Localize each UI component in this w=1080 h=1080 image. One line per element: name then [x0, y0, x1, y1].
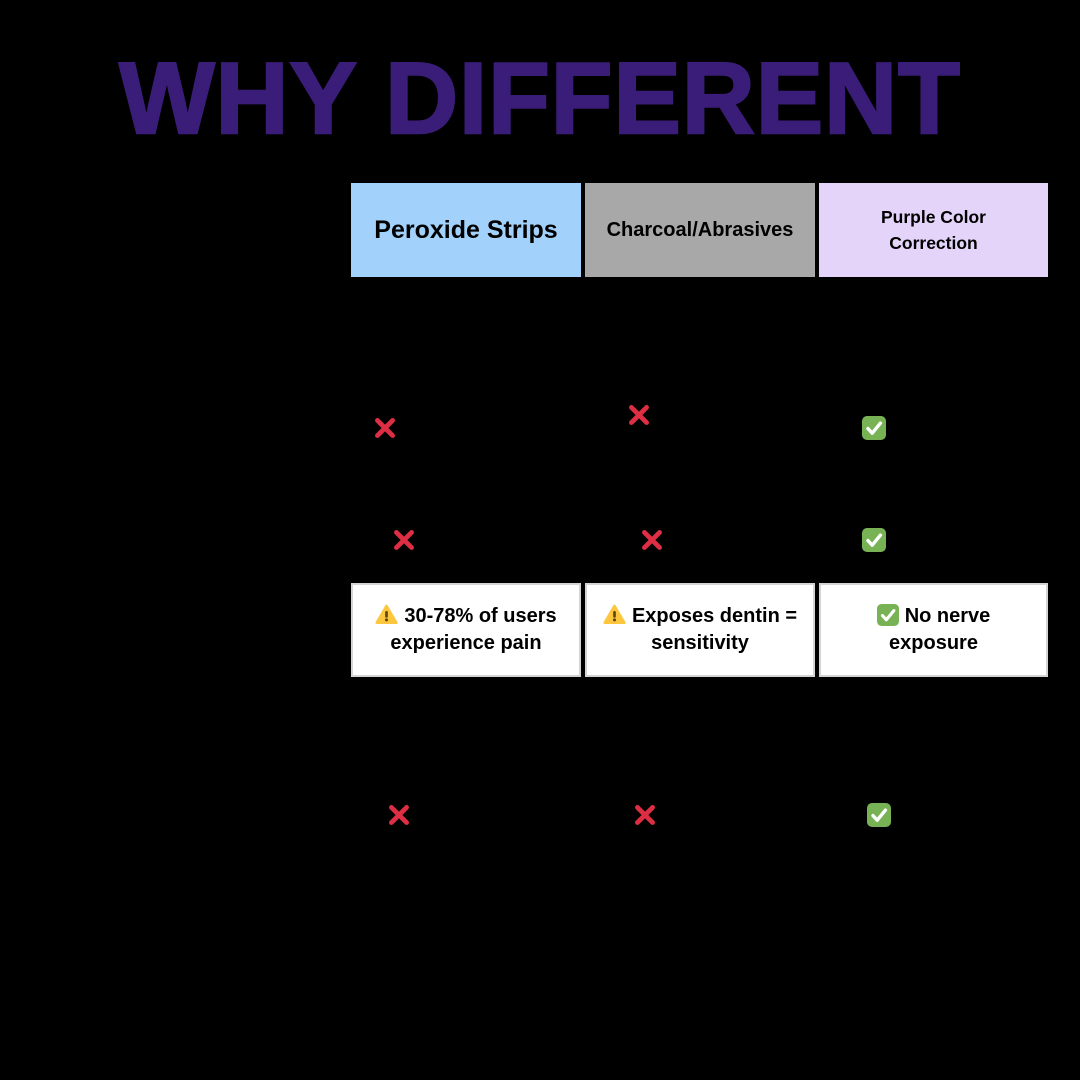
column-header-charcoal-abrasives: Charcoal/Abrasives	[585, 183, 815, 277]
cross-icon	[639, 527, 665, 553]
warning-icon	[603, 603, 626, 626]
column-header-purple-color-correction: Purple Color Correction	[819, 183, 1048, 277]
cross-icon	[626, 402, 652, 428]
column-header-peroxide-strips: Peroxide Strips	[351, 183, 581, 277]
cross-icon	[391, 527, 417, 553]
column-header-label: Charcoal/Abrasives	[606, 218, 794, 241]
check-icon	[867, 803, 891, 827]
check-icon	[862, 528, 886, 552]
comparison-cell-purple: No nerve exposure	[819, 583, 1048, 677]
cross-icon	[632, 802, 658, 828]
column-header-label: Peroxide Strips	[374, 215, 558, 244]
check-icon	[876, 604, 899, 626]
page-title: WHY DIFFERENT	[118, 42, 961, 157]
comparison-cell-charcoal: Exposes dentin = sensitivity	[585, 583, 815, 677]
comparison-cell-text: Exposes dentin = sensitivity	[631, 605, 798, 654]
cross-icon	[386, 802, 412, 828]
comparison-cell-peroxide: 30-78% of users experience pain	[351, 583, 581, 677]
comparison-cell-text: 30-78% of users experience pain	[390, 605, 557, 654]
column-header-label: Purple Color Correction	[880, 207, 986, 253]
cross-icon	[372, 415, 398, 441]
comparison-cell-text: No nerve exposure	[889, 605, 991, 654]
check-icon	[862, 416, 886, 440]
warning-icon	[375, 603, 398, 626]
